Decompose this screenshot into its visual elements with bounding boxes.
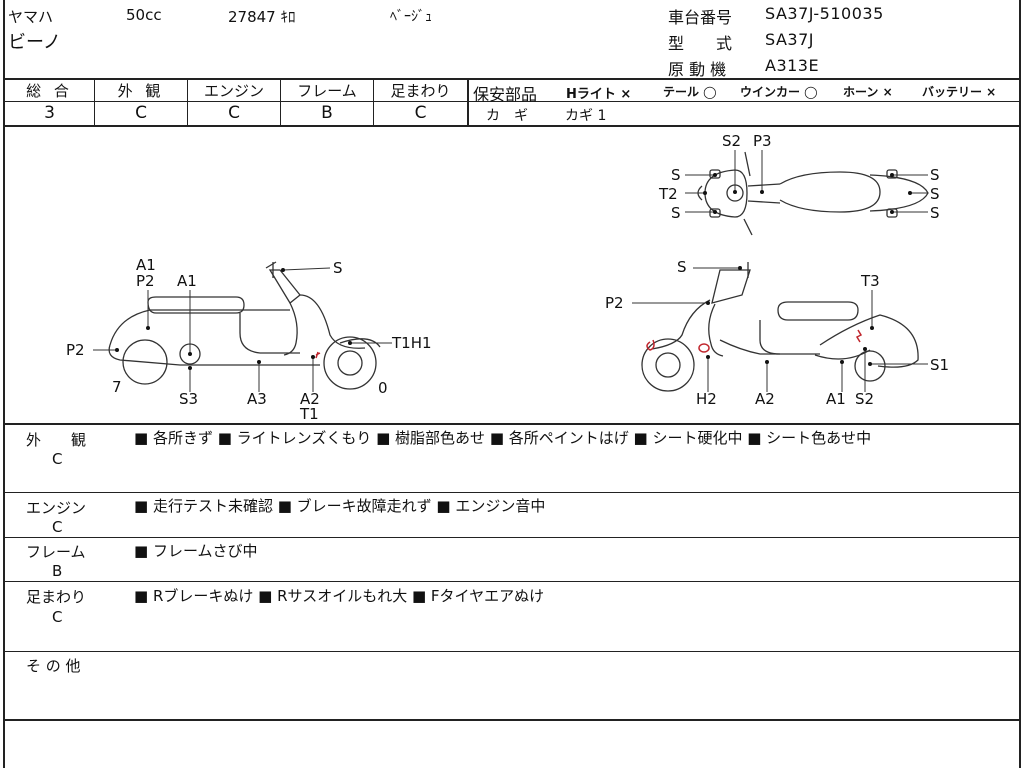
label-right-A1: A1 xyxy=(826,390,846,408)
label-right-P2: P2 xyxy=(605,294,624,312)
grade-col-divider-4 xyxy=(373,78,374,126)
label-left-S: S xyxy=(333,259,343,277)
handwritten-marks xyxy=(315,329,863,359)
divider-sec1 xyxy=(3,492,1021,493)
grade-engine-label: エンジン xyxy=(203,82,264,100)
label-left-0: 0 xyxy=(378,379,388,397)
label-left-A1b: A1 xyxy=(177,272,197,290)
engine-value: A313E xyxy=(765,56,820,75)
label-left-P2b: P2 xyxy=(66,341,85,359)
section-exterior-grade: C xyxy=(52,450,63,468)
grade-frame-label: フレーム xyxy=(297,82,357,100)
chassis-value: SA37J-510035 xyxy=(765,4,884,23)
grade-col-divider-2 xyxy=(187,78,188,126)
divider-sec2 xyxy=(3,537,1021,538)
section-other-label: そ の 他 xyxy=(26,657,81,675)
label-right-A2: A2 xyxy=(755,390,775,408)
safety-winker: ウインカー ◯ xyxy=(740,85,818,99)
grade-exterior-label: 外 観 xyxy=(117,82,165,100)
label-left-A3: A3 xyxy=(247,390,267,408)
safety-horn: ホーン × xyxy=(843,85,893,99)
engine-label: 原 動 機 xyxy=(668,60,727,79)
grade-col-divider-5 xyxy=(467,78,469,126)
label-top-S-1: S xyxy=(671,166,681,184)
scooter-condition-diagram: S2 P3 S T2 S S S S A1 P2 A1 S P2 T1H1 7 … xyxy=(66,132,949,423)
label-left-P2a: P2 xyxy=(136,272,155,290)
divider-diagram-bottom xyxy=(3,423,1021,425)
label-top-S-5: S xyxy=(930,204,940,222)
section-exterior-text: ■ 各所きず ■ ライトレンズくもり ■ 樹脂部色あせ ■ 各所ペイントはげ ■… xyxy=(134,429,872,447)
safety-headlight: Hライト × xyxy=(566,87,632,102)
label-top-S2: S2 xyxy=(722,132,741,150)
divider-grades-bottom xyxy=(3,125,1021,127)
label-left-T1: T1 xyxy=(299,405,319,423)
safety-taillight: テール ◯ xyxy=(663,85,717,99)
frame-left-border xyxy=(3,0,5,768)
color: ﾍﾞｰｼﾞｭ xyxy=(390,9,432,25)
label-right-T3: T3 xyxy=(860,272,880,290)
label-right-H2: H2 xyxy=(696,390,717,408)
grade-suspension-value: C xyxy=(414,103,427,123)
label-left-A2: A2 xyxy=(300,390,320,408)
grade-suspension-label: 足まわり xyxy=(390,82,451,100)
divider-grades-mid xyxy=(3,101,468,102)
divider-sec5 xyxy=(3,719,1021,721)
section-frame-label: フレーム xyxy=(26,543,86,561)
grade-frame-value: B xyxy=(321,103,333,123)
label-left-7: 7 xyxy=(112,378,122,396)
displacement: 50cc xyxy=(126,6,162,24)
maker: ヤマハ xyxy=(8,8,54,26)
label-top-S-2: S xyxy=(671,204,681,222)
label-right-S: S xyxy=(677,258,687,276)
section-engine-text: ■ 走行テスト未確認 ■ ブレーキ故障走れず ■ エンジン音中 xyxy=(134,497,546,515)
section-engine-grade: C xyxy=(52,518,63,536)
frame-right-border xyxy=(1019,0,1021,768)
type-label: 型 式 xyxy=(668,34,733,53)
label-top-S-4: S xyxy=(930,185,940,203)
grade-col-divider-3 xyxy=(280,78,281,126)
divider-sec3 xyxy=(3,581,1021,582)
grade-overall-value: 3 xyxy=(44,103,55,123)
label-top-S-3: S xyxy=(930,166,940,184)
divider-header xyxy=(3,78,1021,80)
divider-safety-mid xyxy=(468,101,1021,102)
label-top-P3: P3 xyxy=(753,132,772,150)
scooter-left-view xyxy=(108,261,381,390)
section-frame-text: ■ フレームさび中 xyxy=(134,542,258,560)
model-name: ビーノ xyxy=(8,32,61,53)
label-right-S2: S2 xyxy=(855,390,874,408)
grade-engine-value: C xyxy=(228,103,240,123)
section-engine-label: エンジン xyxy=(26,499,87,517)
section-exterior-label: 外 観 xyxy=(26,431,87,449)
safety-battery: バッテリー × xyxy=(922,85,997,99)
pointer-lines xyxy=(93,150,928,392)
scooter-top-view xyxy=(697,151,929,236)
chassis-label: 車台番号 xyxy=(668,8,733,27)
safety-label: 保安部品 xyxy=(473,85,538,104)
grade-exterior-value: C xyxy=(135,103,147,123)
label-top-T2: T2 xyxy=(658,185,678,203)
key-value: カギ 1 xyxy=(565,108,607,124)
section-suspension-grade: C xyxy=(52,608,63,626)
mileage: 27847 ｷﾛ xyxy=(228,8,296,26)
grade-overall-label: 総 合 xyxy=(26,82,73,100)
label-left-A1a: A1 xyxy=(136,256,156,274)
divider-sec4 xyxy=(3,651,1021,652)
label-right-S1: S1 xyxy=(930,356,949,374)
label-left-T1H1: T1H1 xyxy=(391,334,432,352)
key-label: カ ギ xyxy=(486,108,528,124)
section-suspension-text: ■ Rブレーキぬけ ■ Rサスオイルもれ大 ■ Fタイヤエアぬけ xyxy=(134,587,545,605)
section-suspension-label: 足まわり xyxy=(26,588,87,606)
section-frame-grade: B xyxy=(52,562,63,580)
label-left-S3: S3 xyxy=(179,390,198,408)
type-value: SA37J xyxy=(765,30,814,49)
grade-col-divider-1 xyxy=(94,78,95,126)
